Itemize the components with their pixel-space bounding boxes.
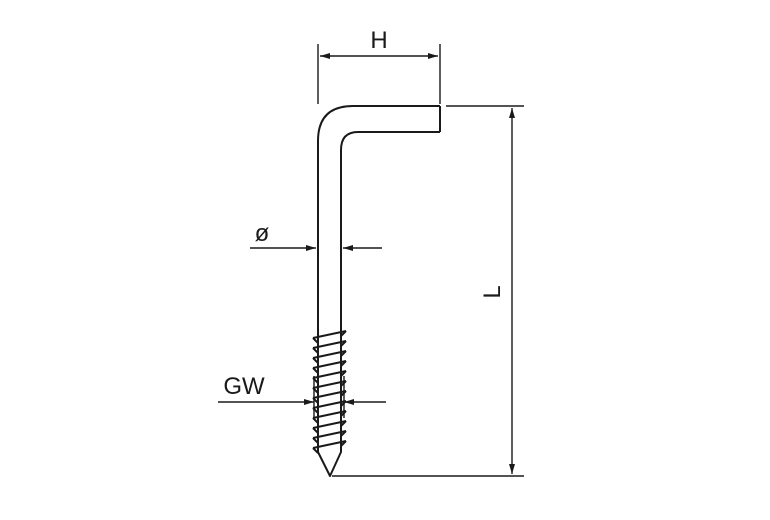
thread-pattern bbox=[312, 330, 347, 454]
hook-outline bbox=[317, 105, 441, 477]
thread-crest bbox=[312, 400, 347, 409]
dimension-gw bbox=[218, 376, 386, 418]
thread-crest bbox=[312, 430, 347, 439]
thread-root bbox=[312, 440, 347, 454]
dimension-l bbox=[332, 105, 524, 477]
thread-crest bbox=[312, 440, 347, 449]
dimension-l-label: L bbox=[479, 285, 506, 298]
thread-crest bbox=[312, 370, 347, 379]
thread-crest bbox=[312, 410, 347, 419]
thread-crest bbox=[312, 360, 347, 369]
dimension-h bbox=[317, 44, 441, 104]
thread-crest bbox=[312, 380, 347, 389]
dimension-gw-label: GW bbox=[223, 373, 265, 400]
thread-crest bbox=[312, 330, 347, 339]
thread-root bbox=[312, 340, 347, 354]
dimension-diameter-label: ø bbox=[255, 220, 270, 247]
thread-crest bbox=[312, 340, 347, 349]
thread-root bbox=[312, 420, 347, 434]
thread-crest bbox=[312, 350, 347, 359]
thread-crest bbox=[312, 420, 347, 429]
dimension-h-label: H bbox=[370, 27, 387, 54]
thread-root bbox=[312, 360, 347, 374]
thread-root bbox=[312, 350, 347, 364]
thread-crest bbox=[312, 390, 347, 399]
thread-root bbox=[312, 430, 347, 444]
thread-root bbox=[312, 330, 347, 344]
